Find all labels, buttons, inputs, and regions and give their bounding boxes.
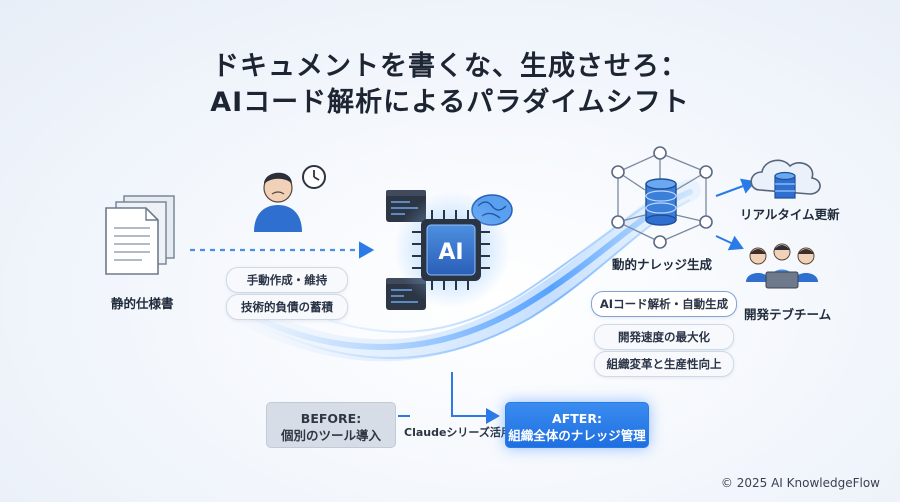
code-window-icon bbox=[386, 190, 426, 310]
page-title-line1: ドキュメントを書くな、生成させろ： bbox=[212, 51, 688, 82]
pill-ai-analysis: AIコード解析・自動生成 bbox=[591, 291, 737, 317]
cloud-database-icon bbox=[750, 159, 821, 199]
after-title: AFTER: bbox=[552, 411, 602, 426]
copyright: © 2025 AI KnowledgeFlow bbox=[720, 476, 880, 490]
page-title-line2: AIコード解析によるパラダイムシフト bbox=[210, 87, 690, 118]
after-box: AFTER: 組織全体のナレッジ管理 bbox=[505, 402, 649, 448]
before-title: BEFORE: bbox=[300, 411, 362, 426]
clock-icon bbox=[302, 165, 326, 189]
realtime-label: リアルタイム更新 bbox=[740, 207, 840, 222]
ai-chip-text: AI bbox=[438, 240, 463, 265]
via-arrow bbox=[451, 372, 500, 424]
ai-chip-icon bbox=[394, 192, 510, 308]
before-box: BEFORE: 個別のツール導入 bbox=[266, 402, 396, 448]
team-icon bbox=[746, 243, 818, 289]
pill-tech-debt: 技術的負債の蓄積 bbox=[226, 294, 348, 320]
network-nodes bbox=[611, 146, 713, 249]
team-label: 開発テブチーム bbox=[744, 307, 832, 322]
after-text: 組織全体のナレッジ管理 bbox=[508, 428, 646, 443]
documents-icon bbox=[105, 195, 175, 275]
pill-org-transformation: 組織変革と生産性向上 bbox=[594, 351, 734, 377]
pill-manual-maintenance: 手動作成・維持 bbox=[226, 267, 348, 293]
arrow-to-realtime bbox=[715, 178, 756, 197]
frustrated-person-icon bbox=[254, 172, 302, 232]
via-label: Claudeシリーズ活用 bbox=[404, 426, 512, 439]
database-icon bbox=[645, 178, 677, 226]
arrow-to-team bbox=[715, 235, 744, 251]
static-spec-label: 静的仕様書 bbox=[111, 296, 174, 311]
hub-label: 動的ナレッジ生成 bbox=[612, 257, 713, 272]
pill-dev-speed: 開発速度の最大化 bbox=[594, 324, 734, 350]
before-text: 個別のツール導入 bbox=[280, 428, 381, 443]
network-icon bbox=[617, 152, 707, 243]
glow-wave bbox=[209, 179, 701, 362]
